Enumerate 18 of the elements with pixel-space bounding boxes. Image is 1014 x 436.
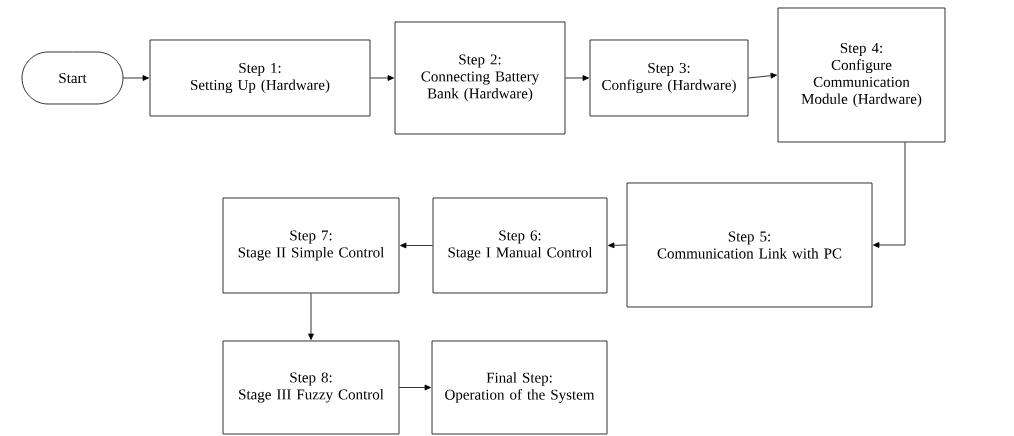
arrow [400, 242, 433, 249]
process-box: Step 1: Setting Up (Hardware) [149, 39, 371, 117]
arrow [399, 384, 431, 391]
arrow [308, 293, 314, 340]
arrow [608, 242, 627, 249]
process-box: Step 7: Stage II Simple Control [222, 197, 400, 294]
arrow [123, 75, 149, 81]
process-box: Step 2: Connecting Battery Bank (Hardware) [394, 21, 566, 135]
arrow [370, 75, 394, 81]
process-box: Step 3: Configure (Hardware) [589, 39, 749, 117]
arrow [565, 75, 589, 81]
process-box: Final Step: Operation of the System [431, 340, 608, 435]
process-box: Step 8: Stage III Fuzzy Control [222, 340, 400, 435]
process-box: Step 5: Communication Link with PC [626, 182, 873, 308]
process-box: Step 4: Configure Communication Module (Hardware) [777, 7, 946, 143]
process-box: Step 6: Stage I Manual Control [432, 197, 608, 294]
arrow [873, 142, 906, 248]
arrow [748, 72, 777, 79]
